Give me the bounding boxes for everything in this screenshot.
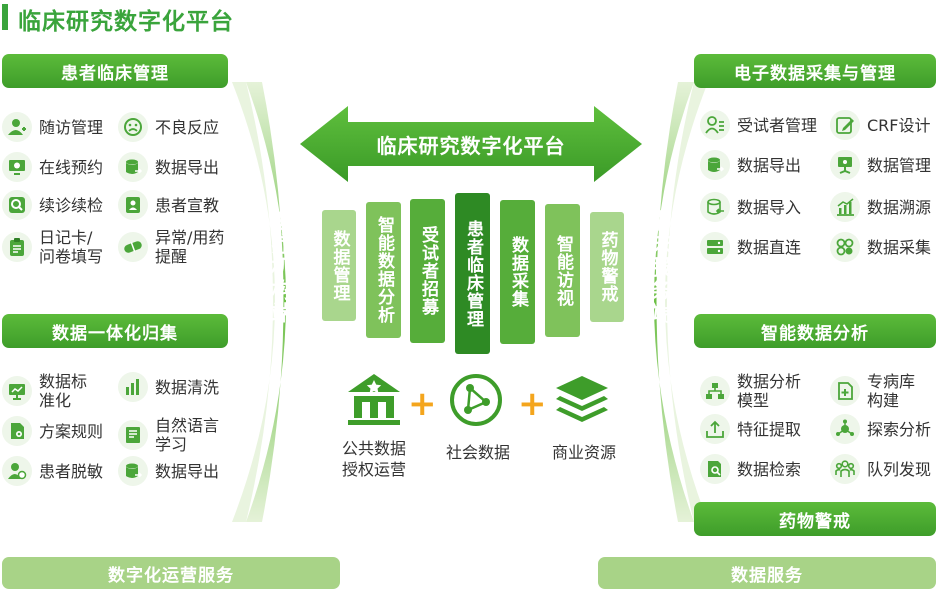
monitor-settings-icon	[830, 150, 860, 180]
user-list-icon	[700, 110, 730, 140]
user-plus-icon	[2, 112, 32, 142]
item-adverse-reaction[interactable]: 不良反应	[118, 112, 219, 142]
user-shield-icon	[2, 456, 32, 486]
database-export-icon	[118, 152, 148, 182]
document-search-icon	[700, 454, 730, 484]
resource-social-data: 社会数据	[445, 443, 510, 462]
server-icon	[700, 232, 730, 262]
item-medication-reminder[interactable]: 异常/用药 提醒	[118, 228, 224, 266]
item-data-traceability[interactable]: 数据溯源	[830, 192, 931, 222]
bar-chart-icon	[118, 372, 148, 402]
document-plus-icon	[830, 376, 860, 406]
item-cohort-discovery[interactable]: 队列发现	[830, 454, 931, 484]
pill-alert-icon	[118, 232, 148, 262]
public-building-icon	[348, 374, 400, 425]
title-accent-bar	[2, 4, 8, 30]
item-nlp-learning[interactable]: 自然语言 学习	[118, 416, 219, 454]
item-diary-questionnaire[interactable]: 日记卡/ 问卷填写	[2, 228, 103, 266]
item-data-cleaning[interactable]: 数据清洗	[118, 372, 219, 402]
item-exploratory-analysis[interactable]: 探索分析	[830, 414, 931, 444]
item-follow-up[interactable]: 随访管理	[2, 112, 103, 142]
footer-data-service: 数据服务	[598, 557, 936, 589]
trend-icon	[830, 192, 860, 222]
column-pharmacovigilance: 药物警戒	[590, 212, 624, 322]
globe-network-icon	[450, 374, 502, 426]
monitor-clock-icon	[2, 152, 32, 182]
database-export-icon	[118, 456, 148, 486]
layers-icon	[556, 376, 608, 422]
item-patient-desensitization[interactable]: 患者脱敏	[2, 456, 103, 486]
platform-double-arrow	[300, 106, 642, 182]
hierarchy-icon	[700, 376, 730, 406]
item-protocol-rules[interactable]: 方案规则	[2, 416, 103, 446]
column-data-management: 数据管理	[322, 210, 356, 321]
search-icon	[2, 190, 32, 220]
item-continued-diagnosis[interactable]: 续诊续检	[2, 190, 103, 220]
item-feature-extraction[interactable]: 特征提取	[700, 414, 801, 444]
resource-business: 商业资源	[551, 443, 616, 462]
item-data-direct-connect[interactable]: 数据直连	[700, 232, 801, 262]
book-icon	[118, 420, 148, 450]
header-pharmacovigilance: 药物警戒	[694, 502, 936, 536]
column-patient-clinical-management: 患者临床管理	[455, 193, 490, 354]
arc-label-right: 临床服务端	[647, 210, 671, 325]
item-data-export-2[interactable]: 数据导出	[118, 456, 219, 486]
upload-tray-icon	[700, 414, 730, 444]
page-title: 临床研究数字化平台	[18, 9, 234, 35]
item-subject-management[interactable]: 受试者管理	[700, 110, 817, 140]
item-data-collection[interactable]: 数据采集	[830, 232, 931, 262]
collect-icon	[830, 232, 860, 262]
item-data-import[interactable]: 数据导入	[700, 192, 801, 222]
arrow-title: 临床研究数字化平台	[376, 134, 566, 158]
edit-icon	[830, 110, 860, 140]
plus-sign-1: +	[408, 384, 437, 424]
header-patient-clinical-management: 患者临床管理	[2, 54, 228, 88]
sad-face-icon	[118, 112, 148, 142]
item-analysis-model[interactable]: 数据分析 模型	[700, 372, 801, 410]
column-smart-visit: 智能访视	[545, 204, 580, 337]
item-data-export-3[interactable]: 数据导出	[700, 150, 801, 180]
column-subject-recruitment: 受试者招募	[410, 199, 445, 343]
item-data-export-1[interactable]: 数据导出	[118, 152, 219, 182]
arc-label-left: 医疗机构端	[269, 210, 293, 325]
network-icon	[830, 414, 860, 444]
column-smart-data-analysis: 智能数据分析	[366, 202, 401, 338]
group-icon	[830, 454, 860, 484]
plus-sign-2: +	[518, 384, 547, 424]
item-patient-education[interactable]: 患者宣教	[118, 190, 219, 220]
item-crf-design[interactable]: CRF设计	[830, 110, 931, 140]
item-data-standardization[interactable]: 数据标 准化	[2, 372, 87, 410]
document-settings-icon	[2, 416, 32, 446]
item-data-retrieval[interactable]: 数据检索	[700, 454, 801, 484]
header-data-integration: 数据一体化归集	[2, 314, 228, 348]
header-smart-data-analysis: 智能数据分析	[694, 314, 936, 348]
column-data-collection: 数据采集	[500, 200, 535, 344]
contact-card-icon	[118, 190, 148, 220]
resource-public-data: 公共数据 授权运营	[341, 439, 406, 479]
item-disease-library[interactable]: 专病库 构建	[830, 372, 915, 410]
database-import-icon	[700, 192, 730, 222]
footer-digital-operation-service: 数字化运营服务	[2, 557, 340, 589]
header-edc-management: 电子数据采集与管理	[694, 54, 936, 88]
chart-board-icon	[2, 376, 32, 406]
database-export-icon	[700, 150, 730, 180]
clipboard-icon	[2, 232, 32, 262]
item-data-management[interactable]: 数据管理	[830, 150, 931, 180]
item-online-booking[interactable]: 在线预约	[2, 152, 103, 182]
